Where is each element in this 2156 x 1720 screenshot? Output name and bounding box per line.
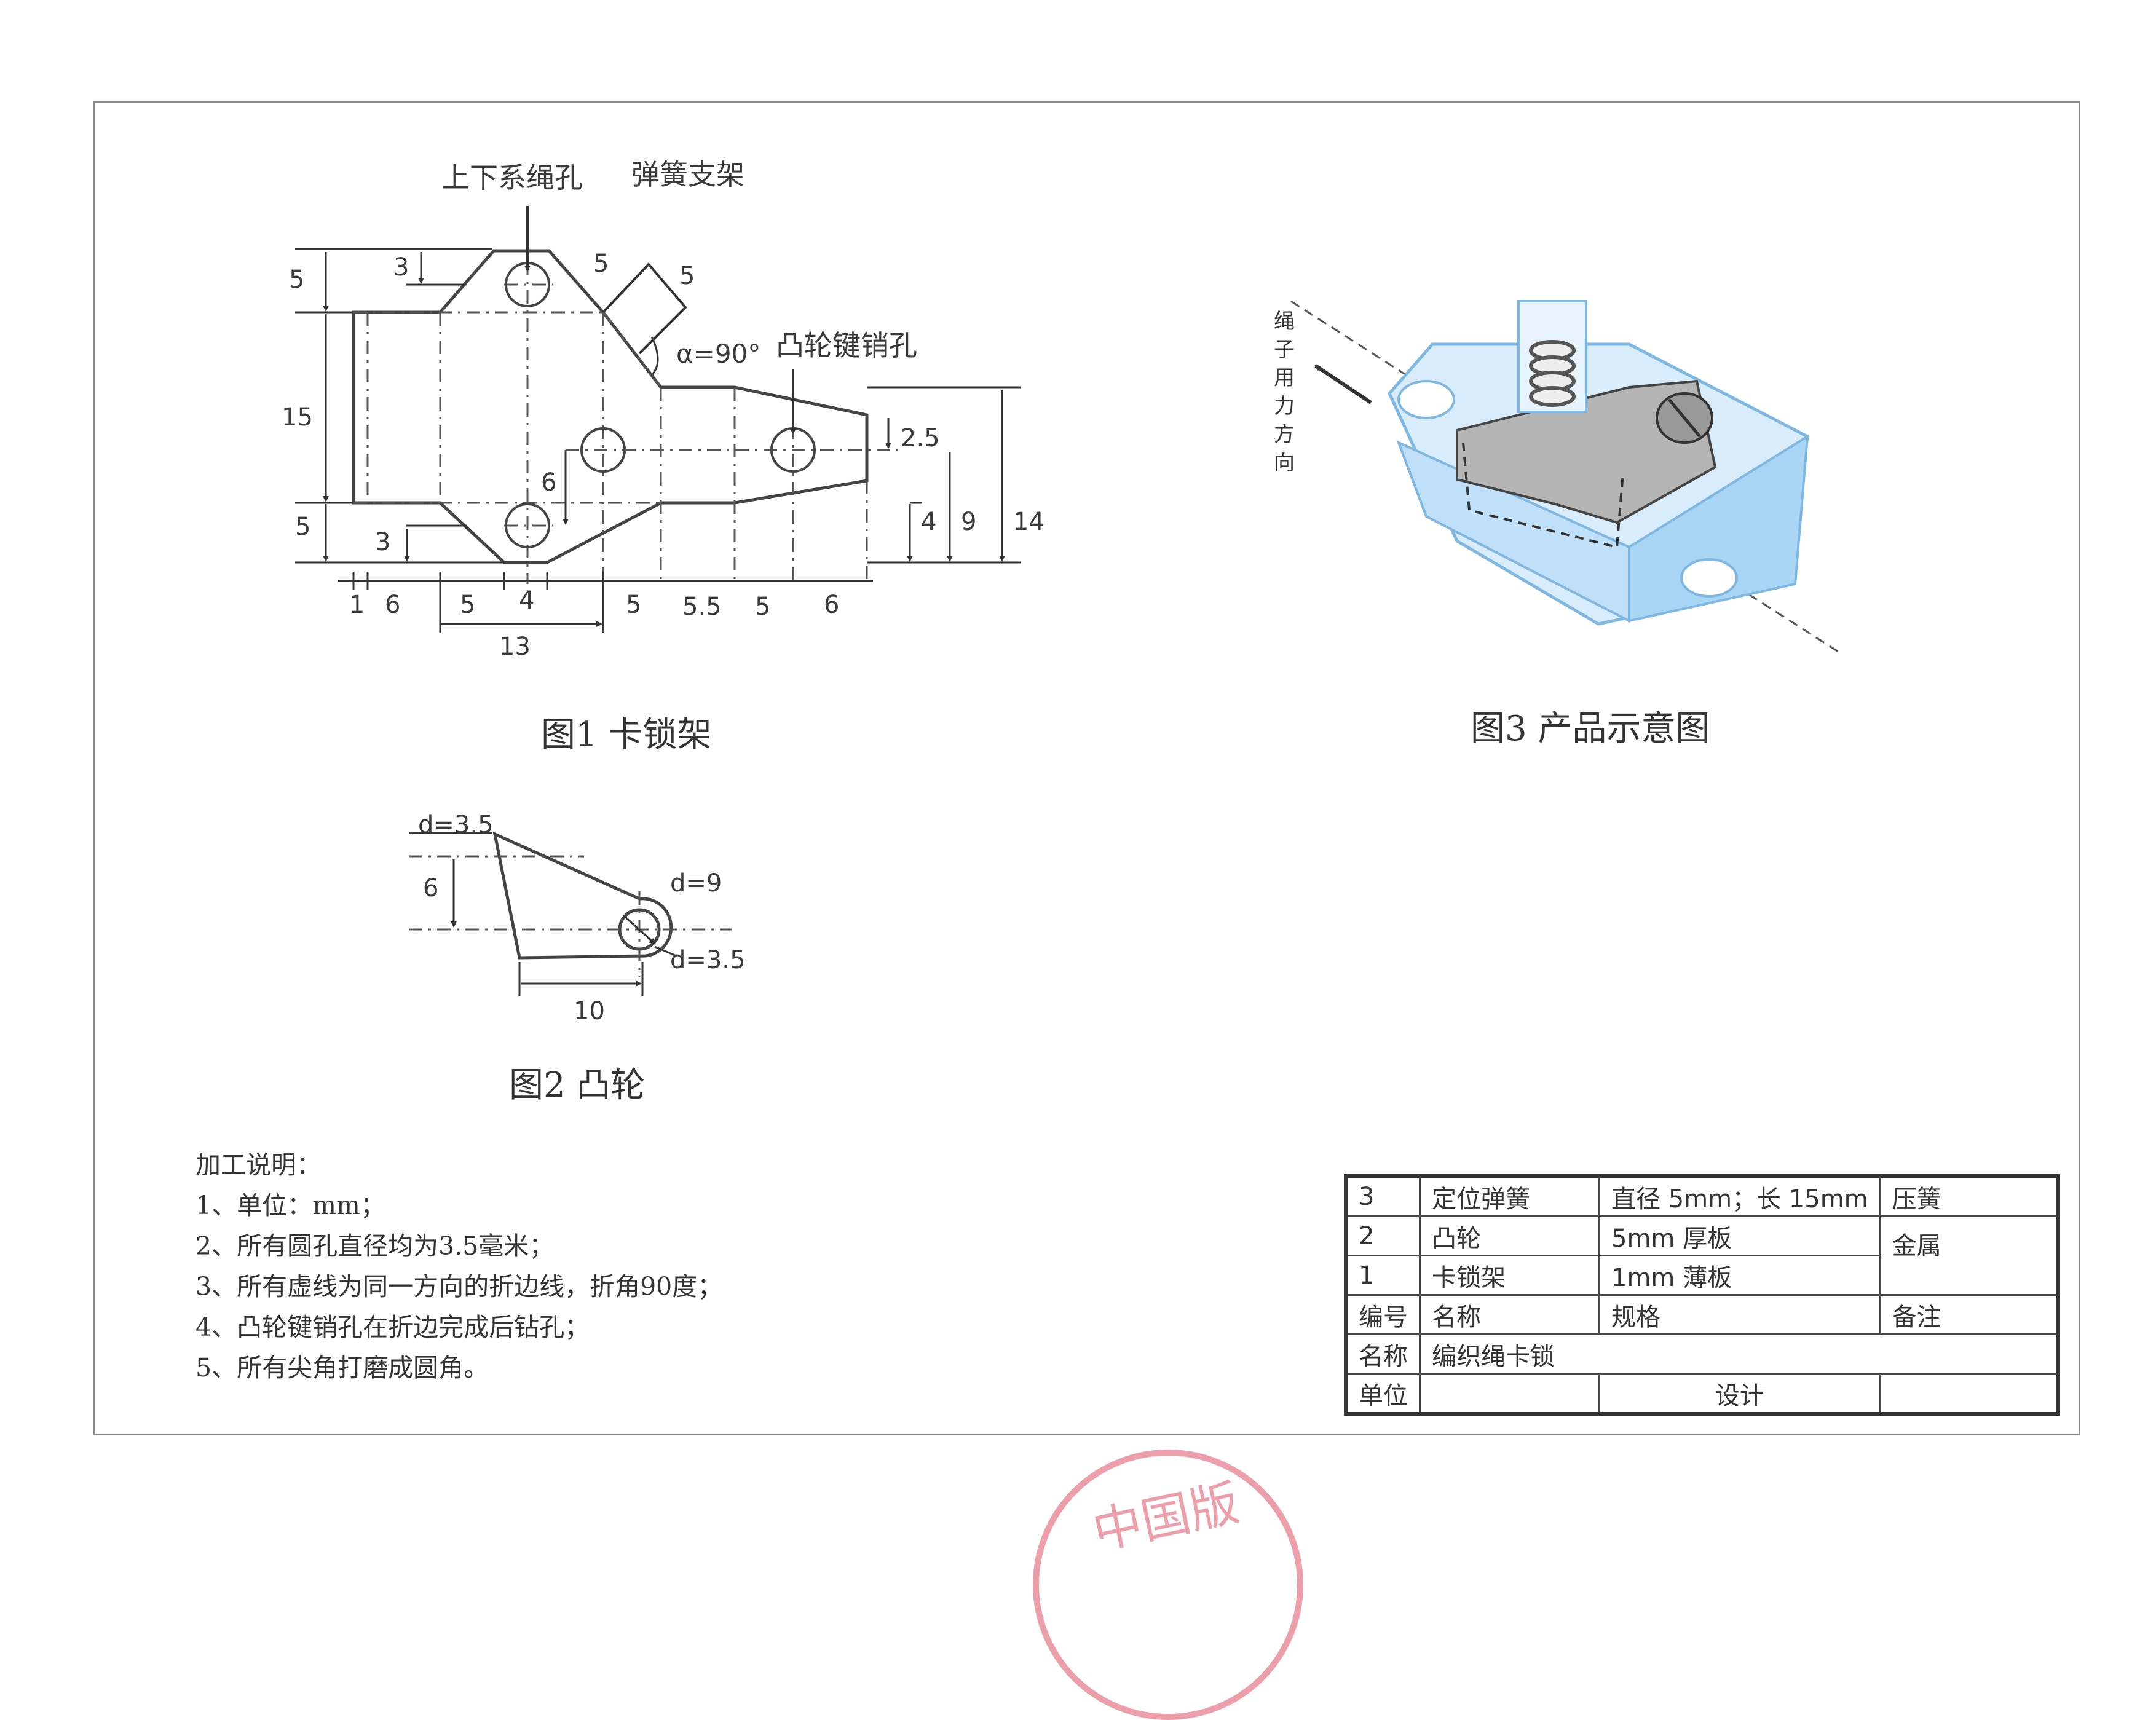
drawing-frame <box>93 101 2080 1435</box>
dim-text: 6 <box>541 468 556 497</box>
dim-text: 5.5 <box>682 593 722 621</box>
dim-text: 5 <box>593 250 609 278</box>
note-item: 1、单位：mm； <box>195 1191 385 1220</box>
title-label: 名称 <box>1345 1333 1421 1375</box>
design-label: 设计 <box>1598 1373 1881 1415</box>
dim-text: 13 <box>499 633 531 661</box>
note-item: 3、所有虚线为同一方向的折边线，折角90度； <box>195 1272 723 1301</box>
bom-cell-name: 凸轮 <box>1419 1215 1600 1256</box>
note-item: 4、凸轮键销孔在折边完成后钻孔； <box>195 1312 590 1342</box>
dim-text: 5 <box>679 262 695 290</box>
table-row: 3 定位弹簧 直径 5mm；长 15mm 压簧 <box>1345 1175 2059 1217</box>
table-row: 1 卡锁架 1mm 薄板 <box>1345 1255 2058 1296</box>
fig1-dim-lines <box>295 248 1021 633</box>
dim-text: 5 <box>460 591 475 619</box>
dim-text: 6 <box>385 591 400 619</box>
notes-title: 加工说明： <box>195 1150 322 1180</box>
cam-d-small-bottom: d=3.5 <box>670 946 746 974</box>
dim-text: 14 <box>1013 508 1044 536</box>
cam-d-big: d=9 <box>670 869 722 897</box>
fig2-dim-lines <box>409 832 677 996</box>
dim-text: 3 <box>393 253 409 282</box>
processing-notes: 加工说明： 1、单位：mm； 2、所有圆孔直径均为3.5毫米； 3、所有虚线为同… <box>195 1145 722 1388</box>
dim-text: 15 <box>282 403 313 432</box>
design-value <box>1879 1373 2059 1415</box>
dim-text: 5 <box>755 593 770 621</box>
title-row: 名称 编织绳卡锁 <box>1345 1333 2059 1375</box>
title-value: 编织绳卡锁 <box>1419 1333 2059 1375</box>
cam-d-small-top: d=3.5 <box>418 811 494 839</box>
bom-cell-name: 定位弹簧 <box>1419 1175 1600 1217</box>
header-name: 名称 <box>1419 1294 1600 1335</box>
dim-text: 4 <box>519 586 534 615</box>
label-rope-holes: 上下系绳孔 <box>441 161 583 194</box>
bom-cell-spec: 5mm 厚板 <box>1598 1215 1881 1256</box>
fig2-caption: 图2 凸轮 <box>509 1065 646 1105</box>
fig3-product-illustration <box>1290 300 1839 653</box>
label-angle: α=90° <box>676 339 760 369</box>
note-item: 2、所有圆孔直径均为3.5毫米； <box>195 1231 555 1261</box>
bom-cell-remark: 金属 <box>1879 1215 2059 1296</box>
header-spec: 规格 <box>1598 1294 1881 1335</box>
dim-text: 4 <box>921 508 936 536</box>
bom-cell-no: 3 <box>1345 1175 1421 1217</box>
bom-cell-spec: 1mm 薄板 <box>1598 1255 1881 1296</box>
cam-dim6: 6 <box>423 874 438 902</box>
dim-text: 3 <box>375 528 390 556</box>
unit-label: 单位 <box>1345 1373 1421 1415</box>
dim-text: 6 <box>824 591 839 619</box>
label-key-hole: 凸轮键销孔 <box>776 329 917 362</box>
fig1-caption: 图1 卡锁架 <box>541 715 712 755</box>
fig1-leader-arrows <box>524 206 796 435</box>
dim-text: 1 <box>349 591 365 619</box>
dim-text: 5 <box>295 513 310 541</box>
unit-value <box>1419 1373 1600 1415</box>
dim-text: 5 <box>289 266 304 294</box>
dim-text: 2.5 <box>901 424 940 452</box>
cam-dim10: 10 <box>574 997 605 1025</box>
table-header-row: 编号 名称 规格 备注 <box>1345 1294 2059 1335</box>
bom-cell-no: 2 <box>1345 1215 1421 1256</box>
force-direction-label: 绳 子 用 力 方 向 <box>1274 309 1295 475</box>
header-remark: 备注 <box>1879 1294 2059 1335</box>
fig3-caption: 图3 产品示意图 <box>1471 709 1710 749</box>
fig1-spring-tab <box>602 262 687 355</box>
fig1-centerlines <box>353 234 898 584</box>
note-item: 5、所有尖角打磨成圆角。 <box>195 1353 489 1383</box>
bom-cell-spec: 直径 5mm；长 15mm <box>1598 1175 1881 1217</box>
table-row: 2 凸轮 5mm 厚板 金属 <box>1345 1215 2059 1296</box>
bom-cell-remark: 压簧 <box>1879 1175 2059 1217</box>
fig1-part-outline <box>352 249 869 564</box>
dim-text: 5 <box>626 591 641 619</box>
fig2-centerlines <box>409 855 732 977</box>
bom-cell-name: 卡锁架 <box>1419 1255 1600 1296</box>
dim-text: 9 <box>961 508 976 536</box>
unit-row: 单位 设计 <box>1345 1373 2059 1415</box>
header-no: 编号 <box>1345 1294 1421 1335</box>
bom-table: 3 定位弹簧 直径 5mm；长 15mm 压簧 2 凸轮 5mm 厚板 金属 1… <box>1344 1174 2061 1416</box>
bom-cell-no: 1 <box>1345 1255 1421 1296</box>
drawing-canvas: 5 3 15 5 3 5 5 2.5 6 4 9 14 1 6 5 4 5 5.… <box>282 158 1839 1025</box>
official-seal-stamp: 中国版 <box>1033 1450 1303 1720</box>
fig2-cam-outline <box>492 831 673 960</box>
label-spring-support: 弹簧支架 <box>631 158 744 191</box>
